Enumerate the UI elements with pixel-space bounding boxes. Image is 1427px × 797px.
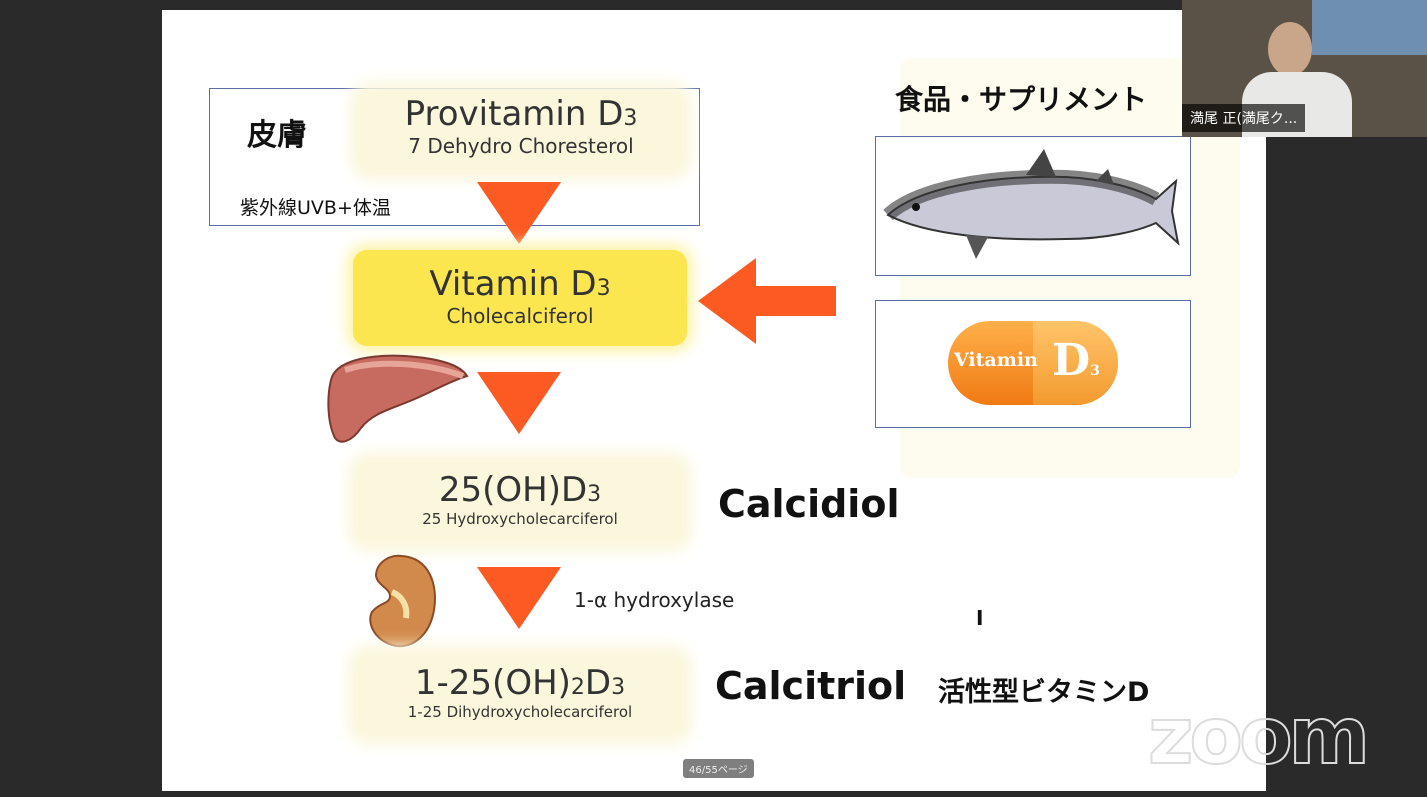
text-cursor-icon: I bbox=[976, 606, 984, 630]
background-picture bbox=[1312, 0, 1427, 55]
ohd3-title: 25(OH)D bbox=[438, 470, 588, 510]
ohd3-subscript: 3 bbox=[587, 482, 602, 507]
fish-box bbox=[875, 136, 1191, 276]
participant-name: 満尾 正(満尾ク... bbox=[1182, 104, 1306, 132]
dihydroxy-subscript-a: 2 bbox=[570, 675, 585, 700]
vitamin-d3-subtitle: Cholecalciferol bbox=[446, 304, 594, 328]
dihydroxy-subtitle: 1-25 Dihydroxycholecarciferol bbox=[407, 703, 633, 721]
provitamin-subscript: 3 bbox=[623, 106, 638, 131]
skin-label: 皮膚 bbox=[247, 118, 307, 153]
capsule-subscript: 3 bbox=[1090, 363, 1100, 379]
provitamin-box: Provitamin D3 7 Dehydro Choresterol bbox=[360, 92, 682, 170]
food-title: 食品・サプリメント bbox=[895, 83, 1148, 116]
active-vitamin-d-label: 活性型ビタミンD bbox=[938, 677, 1150, 708]
uv-label: 紫外線UVB+体温 bbox=[240, 197, 391, 219]
vitamin-d3-title: Vitamin D bbox=[429, 264, 597, 304]
down-arrow-2 bbox=[477, 372, 561, 434]
kidney-icon bbox=[369, 554, 436, 648]
dihydroxy-title-a: 1-25(OH) bbox=[414, 663, 571, 703]
capsule-right-text: D bbox=[1052, 335, 1091, 386]
participant-head bbox=[1268, 22, 1312, 76]
vitamin-d3-subscript: 3 bbox=[596, 276, 611, 301]
vitamin-d3-box: Vitamin D3 Cholecalciferol bbox=[353, 250, 687, 346]
calcitriol-label: Calcitriol bbox=[715, 664, 907, 708]
dihydroxy-title-b: D bbox=[584, 663, 612, 703]
zoom-watermark: zoom bbox=[1147, 691, 1371, 783]
hydroxylase-label: 1-α hydroxylase bbox=[574, 588, 735, 612]
ohd3-subtitle: 25 Hydroxycholecarciferol bbox=[422, 510, 618, 528]
dihydroxy-subscript-b: 3 bbox=[611, 675, 626, 700]
provitamin-subtitle: 7 Dehydro Choresterol bbox=[408, 134, 634, 158]
down-arrow-3 bbox=[477, 567, 561, 629]
liver-icon bbox=[327, 354, 469, 443]
calcidiol-box: 25(OH)D3 25 Hydroxycholecarciferol bbox=[358, 462, 682, 542]
calcidiol-label: Calcidiol bbox=[718, 482, 900, 526]
capsule-icon: Vitamin D3 bbox=[948, 321, 1118, 405]
calcitriol-box: 1-25(OH)2D3 1-25 Dihydroxycholecarcifero… bbox=[358, 655, 682, 735]
presentation-slide: 皮膚 紫外線UVB+体温 Provitamin D3 7 Dehydro Cho… bbox=[162, 10, 1266, 791]
capsule-left-text: Vitamin bbox=[954, 349, 1038, 371]
down-arrow-1 bbox=[477, 182, 561, 244]
left-arrow bbox=[698, 258, 836, 344]
capsule-box: Vitamin D3 bbox=[875, 300, 1191, 428]
provitamin-title: Provitamin D bbox=[404, 94, 624, 134]
participant-video[interactable] bbox=[1182, 0, 1427, 137]
page-indicator: 46/55ページ bbox=[683, 759, 754, 778]
fish-icon bbox=[883, 149, 1180, 259]
